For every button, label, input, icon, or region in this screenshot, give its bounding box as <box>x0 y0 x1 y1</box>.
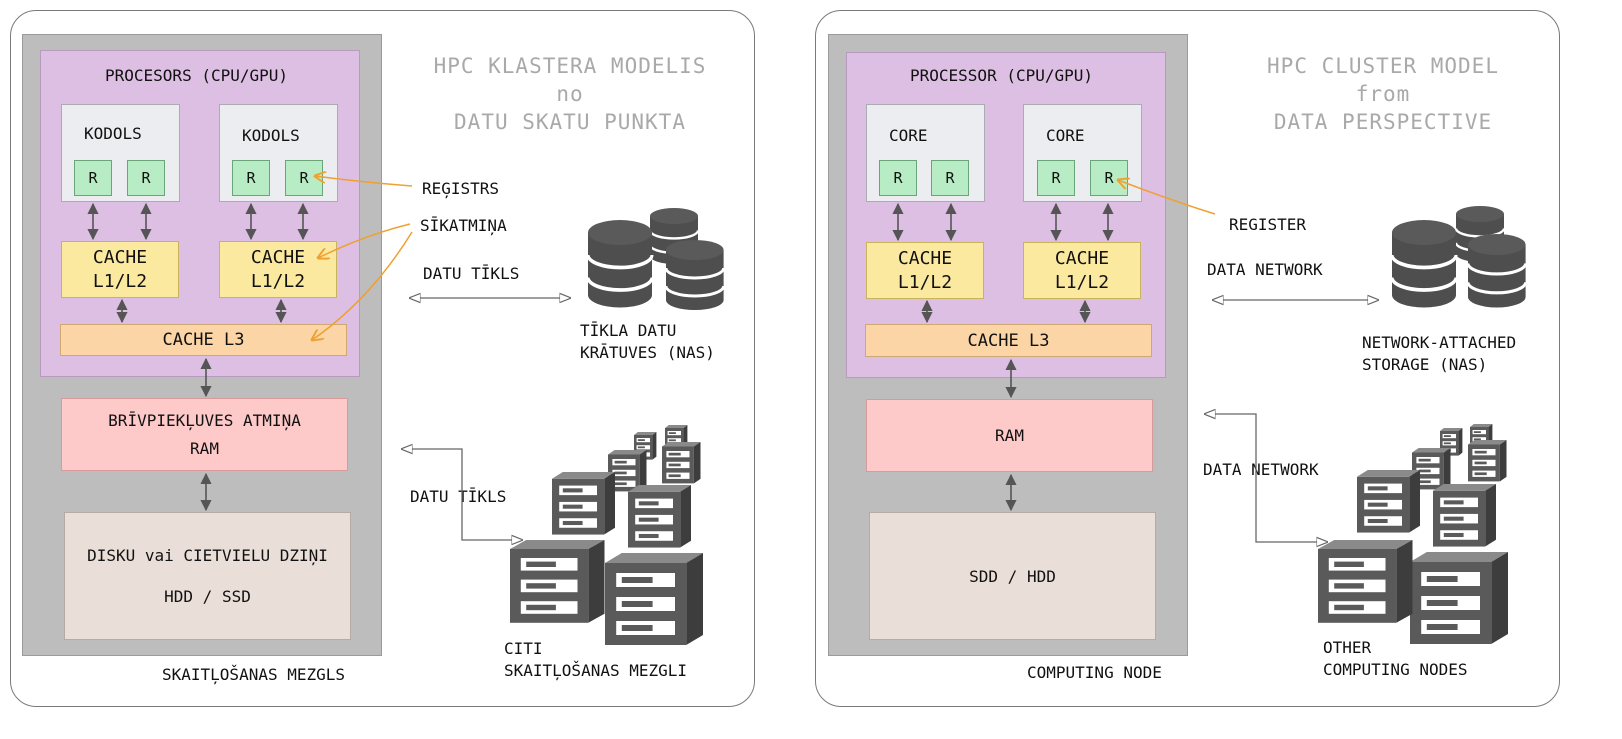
core-label-1: CORE <box>889 126 928 145</box>
network-arrow <box>402 449 522 540</box>
register-label: REGISTER <box>1229 215 1307 234</box>
cache-l3-box: CACHE L3 <box>60 324 347 356</box>
nas-label-line: TĪKLA DATU <box>580 321 677 340</box>
title-line: DATU SKATU PUNKTA <box>454 110 686 134</box>
processor-label: PROCESORS (CPU/GPU) <box>105 66 289 85</box>
cache-l1l2-line1: CACHE <box>250 246 306 268</box>
other-nodes-line: COMPUTING NODES <box>1323 660 1468 679</box>
title-line: from <box>1355 82 1411 106</box>
database-icon <box>1390 204 1528 310</box>
computing-node-label: COMPUTING NODE <box>1027 663 1162 682</box>
nas-label: NETWORK-ATTACHED STORAGE (NAS) <box>1362 332 1516 376</box>
register-box: R <box>127 160 165 196</box>
title-line: DATA PERSPECTIVE <box>1273 110 1493 134</box>
other-nodes-label: OTHER COMPUTING NODES <box>1323 637 1468 681</box>
disk-box: SDD / HDD <box>869 512 1156 640</box>
nas-label: TĪKLA DATU KRĀTUVES (NAS) <box>580 320 715 364</box>
server-rack-icon <box>1318 424 1508 644</box>
ram-box: BRĪVPIEKĻUVES ATMIŅA RAM <box>61 398 348 471</box>
cache-l1l2-line1: CACHE <box>92 246 148 268</box>
nas-label-line: KRĀTUVES (NAS) <box>580 343 715 362</box>
other-nodes-line: OTHER <box>1323 638 1372 657</box>
cache-l1l2-line1: CACHE <box>1054 247 1110 269</box>
cache-l1l2-line1: CACHE <box>897 247 953 269</box>
cache-l1l2-line2: L1/L2 <box>92 270 148 292</box>
register-box: R <box>1037 160 1075 196</box>
core-label-2: KODOLS <box>242 126 300 145</box>
register-box: R <box>74 160 112 196</box>
other-nodes-label: CITI SKAITĻOŠANAS MEZGLI <box>504 638 687 682</box>
other-nodes-line: CITI <box>504 639 543 658</box>
cache-l1l2-line2: L1/L2 <box>897 271 953 293</box>
cache-l1l2-line2: L1/L2 <box>250 270 306 292</box>
core-label-2: CORE <box>1046 126 1085 145</box>
disk-label-line1: DISKU vai CIETVIELU DZIŅI <box>87 546 328 565</box>
title-line: HPC KLASTERA MODELIS <box>433 54 707 78</box>
nas-label-line: NETWORK-ATTACHED <box>1362 333 1517 352</box>
title-line: HPC CLUSTER MODEL <box>1267 54 1499 78</box>
pointer-arrows <box>1118 180 1216 215</box>
cache-l1l2-box-1: CACHE L1/L2 <box>866 242 984 299</box>
database-icon <box>586 206 726 312</box>
cache-label: SĪKATMIŅA <box>420 216 507 235</box>
nas-label-line: STORAGE (NAS) <box>1362 355 1488 374</box>
pointer-arrows <box>312 176 413 340</box>
diagram-title: HPC CLUSTER MODEL from DATA PERSPECTIVE <box>1233 52 1533 136</box>
core-label-1: KODOLS <box>84 124 142 143</box>
cache-l1l2-box-2: CACHE L1/L2 <box>219 241 337 298</box>
register-box: R <box>931 160 969 196</box>
network-arrow <box>1205 414 1327 542</box>
diagram-title: HPC KLASTERA MODELIS no DATU SKATU PUNKT… <box>420 52 720 136</box>
ram-label: RAM <box>995 425 1024 445</box>
double-arrow-icon <box>892 202 1114 512</box>
ram-label-line2: RAM <box>190 438 219 458</box>
register-box: R <box>232 160 270 196</box>
cache-l1l2-line2: L1/L2 <box>1054 271 1110 293</box>
cache-l3-box: CACHE L3 <box>865 324 1152 357</box>
cache-l1l2-box-1: CACHE L1/L2 <box>61 241 179 298</box>
disk-label: SDD / HDD <box>969 566 1056 586</box>
ram-label-line1: BRĪVPIEKĻUVES ATMIŅA <box>108 410 301 430</box>
double-arrow-icon <box>87 202 309 512</box>
disk-label-line2: HDD / SSD <box>164 587 251 606</box>
title-line: no <box>556 82 584 106</box>
cache-l1l2-box-2: CACHE L1/L2 <box>1023 242 1141 299</box>
ram-box: RAM <box>866 399 1153 472</box>
server-rack-icon <box>510 425 703 645</box>
network-label: DATA NETWORK <box>1207 260 1323 279</box>
disk-box: DISKU vai CIETVIELU DZIŅI HDD / SSD <box>64 512 351 640</box>
register-box: R <box>879 160 917 196</box>
processor-label: PROCESSOR (CPU/GPU) <box>910 66 1094 85</box>
other-nodes-line: SKAITĻOŠANAS MEZGLI <box>504 661 688 680</box>
register-label: REĢISTRS <box>422 179 500 198</box>
network-label: DATU TĪKLS <box>423 264 520 283</box>
computing-node-label: SKAITĻOŠANAS MEZGLS <box>162 665 346 684</box>
